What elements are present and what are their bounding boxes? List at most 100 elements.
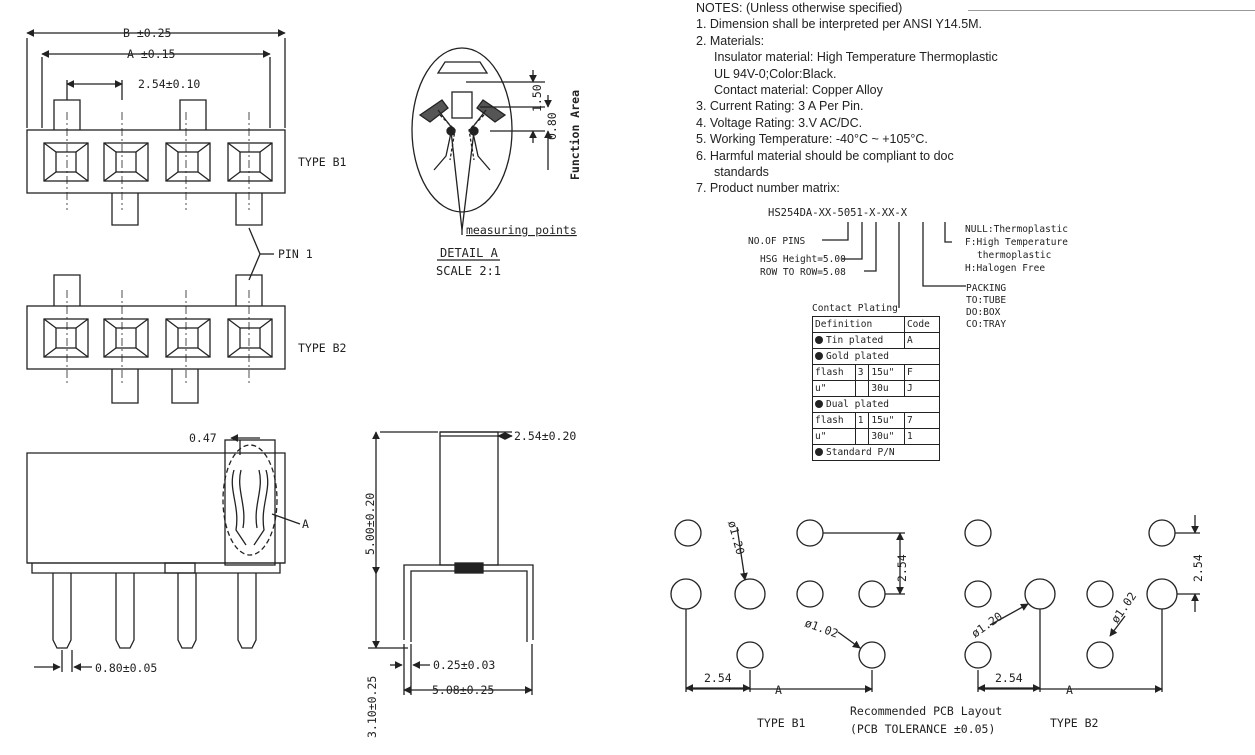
note-2c: Contact material: Copper Alloy (714, 83, 883, 98)
detail-dim-080: 0.80 (545, 112, 559, 140)
plating-tin-label: Tin plated (826, 334, 884, 346)
plating-dual-row: Dual plated (812, 396, 940, 413)
pcb-dim-254-b1-vert: 2.54 (895, 554, 909, 582)
plating-header-code: Code (903, 316, 941, 333)
gold-row1-a: flash (812, 364, 856, 381)
pcb-dim-254-b1: 2.54 (704, 671, 732, 685)
notes-block: NOTES: (Unless otherwise specified) 1. D… (696, 0, 1116, 197)
matrix-h-opt: H:Halogen Free (965, 263, 1045, 274)
matrix-to: TO:TUBE (966, 295, 1006, 306)
plating-tin-row: Tin plated (812, 332, 905, 349)
pcb-dim-254-b2: 2.54 (995, 671, 1023, 685)
matrix-hsg-height: HSG Height=5.00 (760, 254, 846, 265)
matrix-leaders (822, 222, 966, 308)
pin1-label: PIN 1 (278, 247, 313, 261)
note-2b: UL 94V-0;Color:Black. (714, 66, 837, 81)
pcb-label-a-b2: A (1066, 683, 1073, 697)
dual-row2-b (854, 428, 870, 445)
dual-row2-d: 1 (903, 428, 941, 445)
dim-pitch-label: 2.54±0.10 (138, 77, 200, 91)
plating-dual-label: Dual plated (826, 398, 889, 410)
matrix-do: DO:BOX (966, 307, 1001, 318)
matrix-packing: PACKING (966, 283, 1006, 294)
note-7: 7. Product number matrix: (696, 181, 840, 196)
side-view (368, 431, 534, 695)
plating-standard-label: Standard P/N (826, 446, 895, 458)
pcb-type-b1: TYPE B1 (757, 716, 806, 730)
dual-row1-d: 7 (903, 412, 941, 429)
function-area-label: Function Area (568, 90, 582, 180)
detail-title: DETAIL A (440, 246, 499, 260)
gold-row2-a: u" (812, 380, 856, 397)
gold-row1-d: F (903, 364, 941, 381)
dim-025-side: 0.25±0.03 (433, 658, 495, 672)
pcb-dia-120-b1: ø1.20 (725, 519, 748, 556)
detail-scale: SCALE 2:1 (436, 264, 501, 278)
plating-header-definition: Definition (812, 316, 905, 333)
note-6b: standards (714, 165, 769, 180)
plating-standard-row: Standard P/N (812, 444, 940, 461)
matrix-f-opt2: thermoplastic (977, 250, 1051, 261)
dual-row2-a: u" (812, 428, 856, 445)
notes-heading: NOTES: (Unless otherwise specified) (696, 1, 903, 15)
detail-a-view (411, 47, 552, 261)
top-view-type-b1 (26, 29, 286, 226)
pcb-dia-102-b1: ø1.02 (803, 616, 840, 641)
dim-047-label: 0.47 (189, 431, 217, 445)
dim-254-side: 2.54±0.20 (514, 429, 576, 443)
dual-row2-c: 30u" (868, 428, 905, 445)
gold-row2-c: 30u (868, 380, 905, 397)
pcb-layout (670, 515, 1200, 693)
matrix-row-to-row: ROW TO ROW=5.08 (760, 267, 846, 278)
pcb-title: Recommended PCB Layout (850, 704, 1002, 718)
note-6: 6. Harmful material should be compliant … (696, 148, 954, 163)
dual-row1-c: 15u" (868, 412, 905, 429)
gold-row1-b: 3 (854, 364, 870, 381)
type-b1-label: TYPE B1 (298, 155, 347, 169)
pcb-dim-254-b2-vert: 2.54 (1191, 554, 1205, 582)
dim-500-side: 5.00±0.20 (363, 493, 377, 555)
dim-a-label: A ±0.15 (127, 47, 175, 61)
gold-row2-d: J (903, 380, 941, 397)
matrix-null-opt: NULL:Thermoplastic (965, 224, 1068, 235)
plating-gold-label: Gold plated (826, 350, 889, 362)
pin1-leader (248, 227, 261, 281)
detail-dim-150: 1.50 (530, 84, 544, 112)
dim-508-side: 5.08±0.25 (432, 683, 494, 697)
matrix-co: CO:TRAY (966, 319, 1006, 330)
gold-row1-c: 15u" (868, 364, 905, 381)
top-border-line (968, 10, 1255, 11)
pcb-tolerance: (PCB TOLERANCE ±0.05) (850, 722, 995, 736)
note-2a: Insulator material: High Temperature The… (714, 50, 998, 65)
dim-080-label: 0.80±0.05 (95, 661, 157, 675)
dim-b-label: B ±0.25 (123, 26, 171, 40)
top-view-type-b2 (26, 274, 286, 404)
plating-tin-code: A (903, 332, 941, 349)
plating-gold-row: Gold plated (812, 348, 940, 365)
pcb-dia-120-b2: ø1.20 (969, 609, 1005, 640)
dual-row1-b: 1 (854, 412, 870, 429)
dual-row1-a: flash (812, 412, 856, 429)
note-4: 4. Voltage Rating: 3.V AC/DC. (696, 115, 863, 130)
matrix-code: HS254DA-XX-5051-X-XX-X (768, 207, 908, 219)
gold-row2-b (854, 380, 870, 397)
note-2: 2. Materials: (696, 33, 765, 48)
bullet-icon (815, 399, 823, 408)
pcb-label-a-b1: A (775, 683, 782, 697)
bullet-icon (815, 335, 823, 344)
type-b2-label: TYPE B2 (298, 341, 346, 355)
bullet-icon (815, 351, 823, 360)
plating-table: Definition Code Tin plated A Gold plated… (812, 316, 941, 461)
front-label-a: A (302, 517, 309, 531)
note-1: 1. Dimension shall be interpreted per AN… (696, 17, 983, 32)
matrix-contact-plating: Contact Plating (812, 303, 898, 314)
dim-310-side: 3.10±0.25 (365, 676, 379, 738)
front-view (26, 434, 301, 672)
pcb-type-b2: TYPE B2 (1050, 716, 1098, 730)
bullet-icon (815, 447, 823, 456)
note-5: 5. Working Temperature: -40°C ~ +105°C. (696, 132, 928, 147)
note-3: 3. Current Rating: 3 A Per Pin. (696, 99, 864, 114)
matrix-no-of-pins: NO.OF PINS (748, 236, 805, 247)
matrix-f-opt: F:High Temperature (965, 237, 1068, 248)
